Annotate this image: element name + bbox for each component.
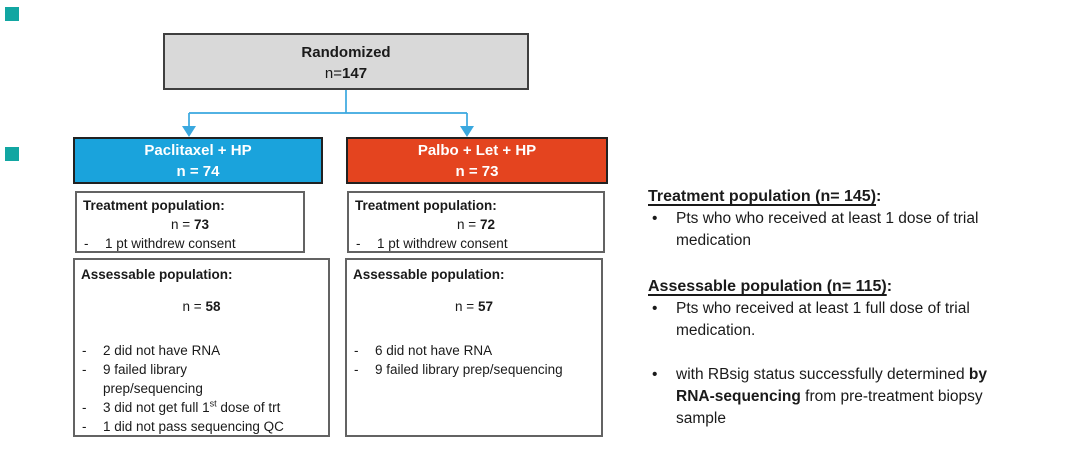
dash-bullet: - xyxy=(82,400,87,415)
arm-left-n: n = 74 xyxy=(176,162,220,180)
dash-bullet: - xyxy=(354,343,359,358)
dash-bullet: - xyxy=(354,362,359,377)
treatment-n-left: n = 73 xyxy=(171,217,209,232)
randomized-box: Randomized n=147 xyxy=(163,33,529,90)
arm-left-header-box: Paclitaxel + HP n = 74 xyxy=(73,137,323,184)
dash-bullet: - xyxy=(82,362,87,377)
treatment-note: Treatment population (n= 145): •Pts who … xyxy=(648,186,1072,252)
dot-bullet: • xyxy=(652,366,658,383)
assessable-heading-right: Assessable population: xyxy=(353,267,505,282)
treatment-n-right: n = 72 xyxy=(457,217,495,232)
arm-right-header-box: Palbo + Let + HP n = 73 xyxy=(346,137,608,184)
side-notes-panel: Treatment population (n= 145): •Pts who … xyxy=(648,186,1072,430)
arm-left-title: Paclitaxel + HP xyxy=(144,141,252,159)
dot-bullet: • xyxy=(652,210,658,227)
treatment-population-box-left: Treatment population: n = 73 -1 pt withd… xyxy=(75,191,305,253)
assessable-note: Assessable population (n= 115): •Pts who… xyxy=(648,276,1072,430)
dash-bullet: - xyxy=(82,343,87,358)
assessable-n-left: n = 58 xyxy=(182,299,221,314)
arm-right-n: n = 73 xyxy=(455,162,499,180)
randomized-n: n=147 xyxy=(324,65,368,82)
treatment-items-left: -1 pt withdrew consent xyxy=(84,236,236,251)
treatment-note-bullets: •Pts who who received at least 1 dose of… xyxy=(648,208,1072,252)
treatment-note-heading: Treatment population (n= 145): xyxy=(648,188,882,205)
assessable-population-box-right: Assessable population: n = 57 -6 did not… xyxy=(345,258,603,437)
dot-bullet: • xyxy=(652,300,658,317)
assessable-population-box-left: Assessable population: n = 58 -2 did not… xyxy=(73,258,330,437)
treatment-population-box-right: Treatment population: n = 72 -1 pt withd… xyxy=(347,191,605,253)
assessable-n-right: n = 57 xyxy=(455,299,493,314)
treatment-heading-right: Treatment population: xyxy=(355,198,497,213)
assessable-note-bullets: •Pts who received at least 1 full dose o… xyxy=(648,298,1072,430)
dash-bullet: - xyxy=(356,236,361,251)
assessable-heading-left: Assessable population: xyxy=(81,267,233,282)
assessable-items-right: -6 did not have RNA-9 failed library pre… xyxy=(354,343,563,377)
dash-bullet: - xyxy=(84,236,89,251)
teal-marker-left-edge xyxy=(5,147,19,161)
treatment-heading-left: Treatment population: xyxy=(83,198,225,213)
arm-right-title: Palbo + Let + HP xyxy=(417,141,537,159)
randomized-title: Randomized xyxy=(301,44,391,61)
teal-marker-top-left xyxy=(5,7,19,21)
treatment-items-right: -1 pt withdrew consent xyxy=(356,236,508,251)
dash-bullet: - xyxy=(82,419,87,434)
assessable-note-heading: Assessable population (n= 115): xyxy=(648,278,893,295)
